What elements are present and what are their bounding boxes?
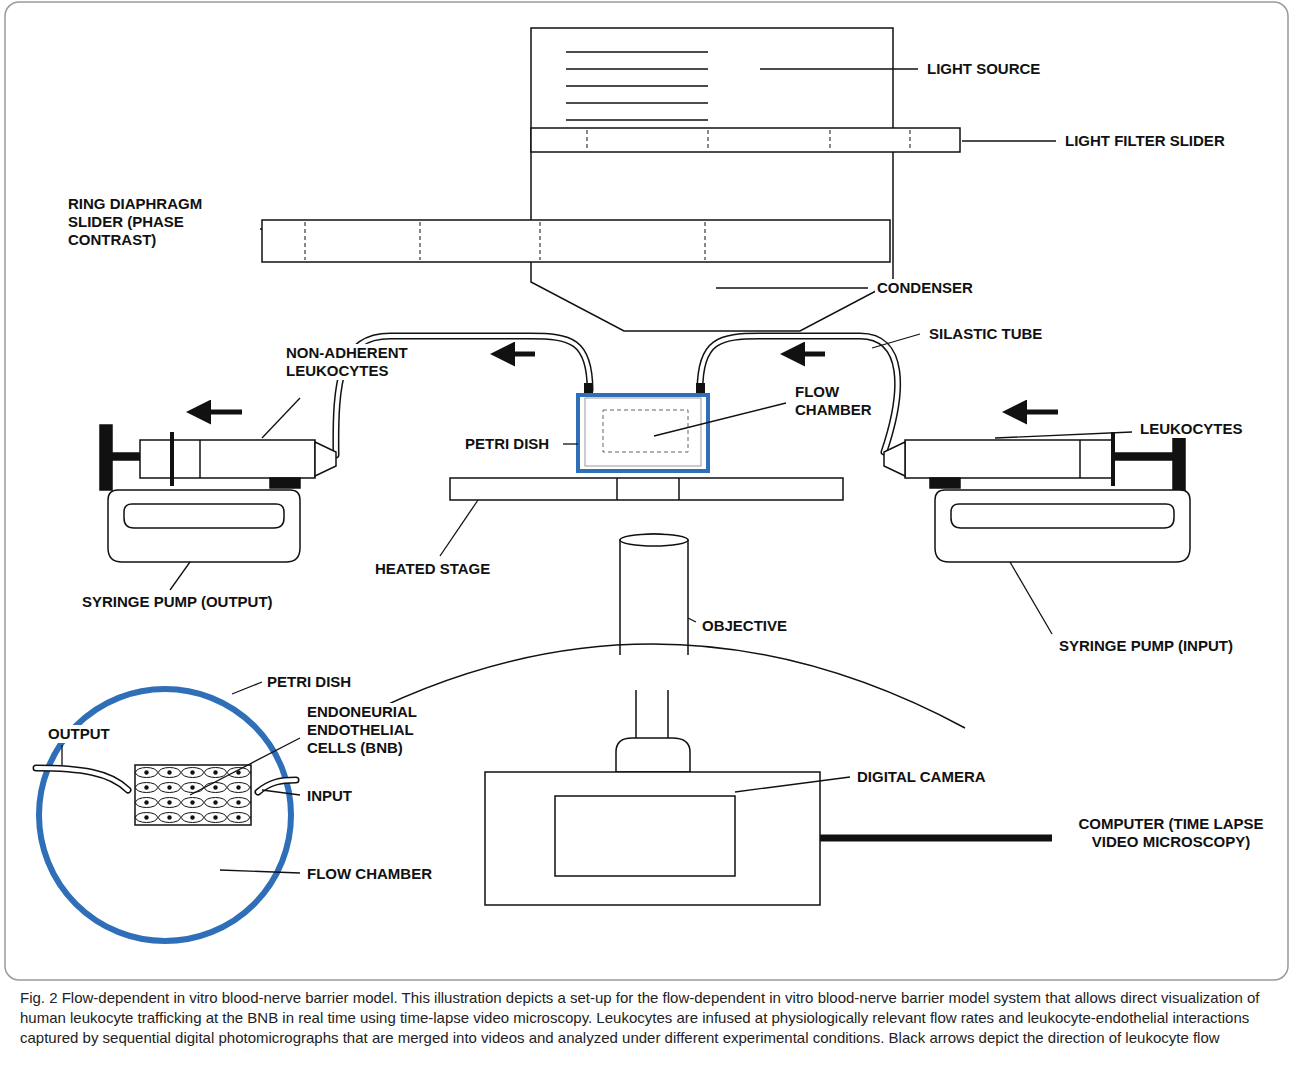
part-label: OUTPUT bbox=[46, 725, 112, 743]
part-label: SYRINGE PUMP (INPUT) bbox=[1057, 637, 1235, 655]
part-label: SYRINGE PUMP (OUTPUT) bbox=[80, 593, 275, 611]
part-label: LIGHT FILTER SLIDER bbox=[1063, 132, 1227, 150]
part-label: PETRI DISH bbox=[463, 435, 551, 453]
part-label: LEUKOCYTES bbox=[1138, 420, 1245, 438]
part-label: SILASTIC TUBE bbox=[927, 325, 1044, 343]
figure-caption: Fig. 2 Flow-dependent in vitro blood-ner… bbox=[20, 988, 1275, 1048]
part-label: HEATED STAGE bbox=[373, 560, 492, 578]
part-label: FLOW CHAMBER bbox=[305, 865, 434, 883]
part-label: OBJECTIVE bbox=[700, 617, 789, 635]
part-label: DIGITAL CAMERA bbox=[855, 768, 988, 786]
part-label: ENDONEURIAL ENDOTHELIAL CELLS (BNB) bbox=[305, 703, 437, 757]
part-label: RING DIAPHRAGM SLIDER (PHASE CONTRAST) bbox=[66, 195, 260, 249]
part-label: FLOW CHAMBER bbox=[793, 383, 889, 419]
part-label: LIGHT SOURCE bbox=[925, 60, 1042, 78]
part-label: COMPUTER (TIME LAPSE VIDEO MICROSCOPY) bbox=[1055, 815, 1287, 851]
part-label: PETRI DISH bbox=[265, 673, 353, 691]
part-label: CONDENSER bbox=[875, 279, 975, 297]
part-label: INPUT bbox=[305, 787, 354, 805]
part-label: NON-ADHERENT LEUKOCYTES bbox=[284, 344, 423, 380]
